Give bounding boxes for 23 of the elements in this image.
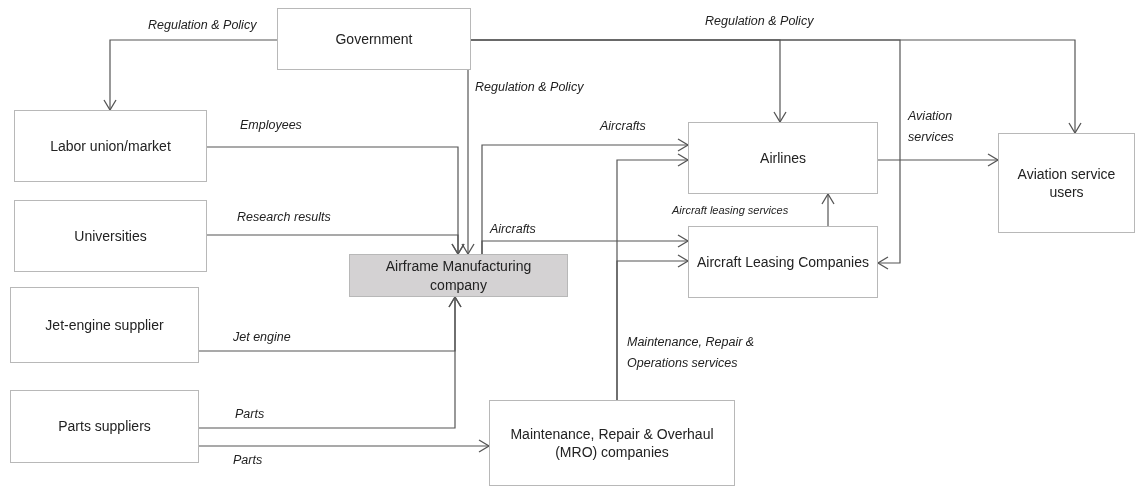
arrow — [198, 296, 462, 429]
highlighted-box: Airframe Manufacturing company — [349, 254, 568, 297]
edge-label: Aviation services — [908, 108, 955, 147]
edge-label: Aircraft leasing services — [672, 203, 789, 219]
edge-label: Maintenance, Repair & Operations services — [627, 334, 756, 373]
entity-box: Jet-engine supplier — [10, 287, 199, 363]
entity-box: Parts suppliers — [10, 390, 199, 463]
entity-box: Aircraft Leasing Companies — [688, 226, 878, 298]
arrow — [821, 193, 835, 227]
entity-box: Government — [277, 8, 471, 70]
arrow — [198, 439, 490, 453]
entity-box: Aviation service users — [998, 133, 1135, 233]
arrow — [103, 39, 278, 111]
arrow — [470, 39, 901, 270]
arrow — [461, 69, 475, 255]
entity-box: Labor union/market — [14, 110, 207, 182]
entity-box: Universities — [14, 200, 207, 272]
arrow — [481, 234, 689, 255]
arrow — [206, 234, 465, 255]
entity-box: Airlines — [688, 122, 878, 194]
arrow — [616, 254, 689, 401]
arrow — [877, 153, 999, 167]
entity-box: Maintenance, Repair & Overhaul (MRO) companies — [489, 400, 735, 486]
